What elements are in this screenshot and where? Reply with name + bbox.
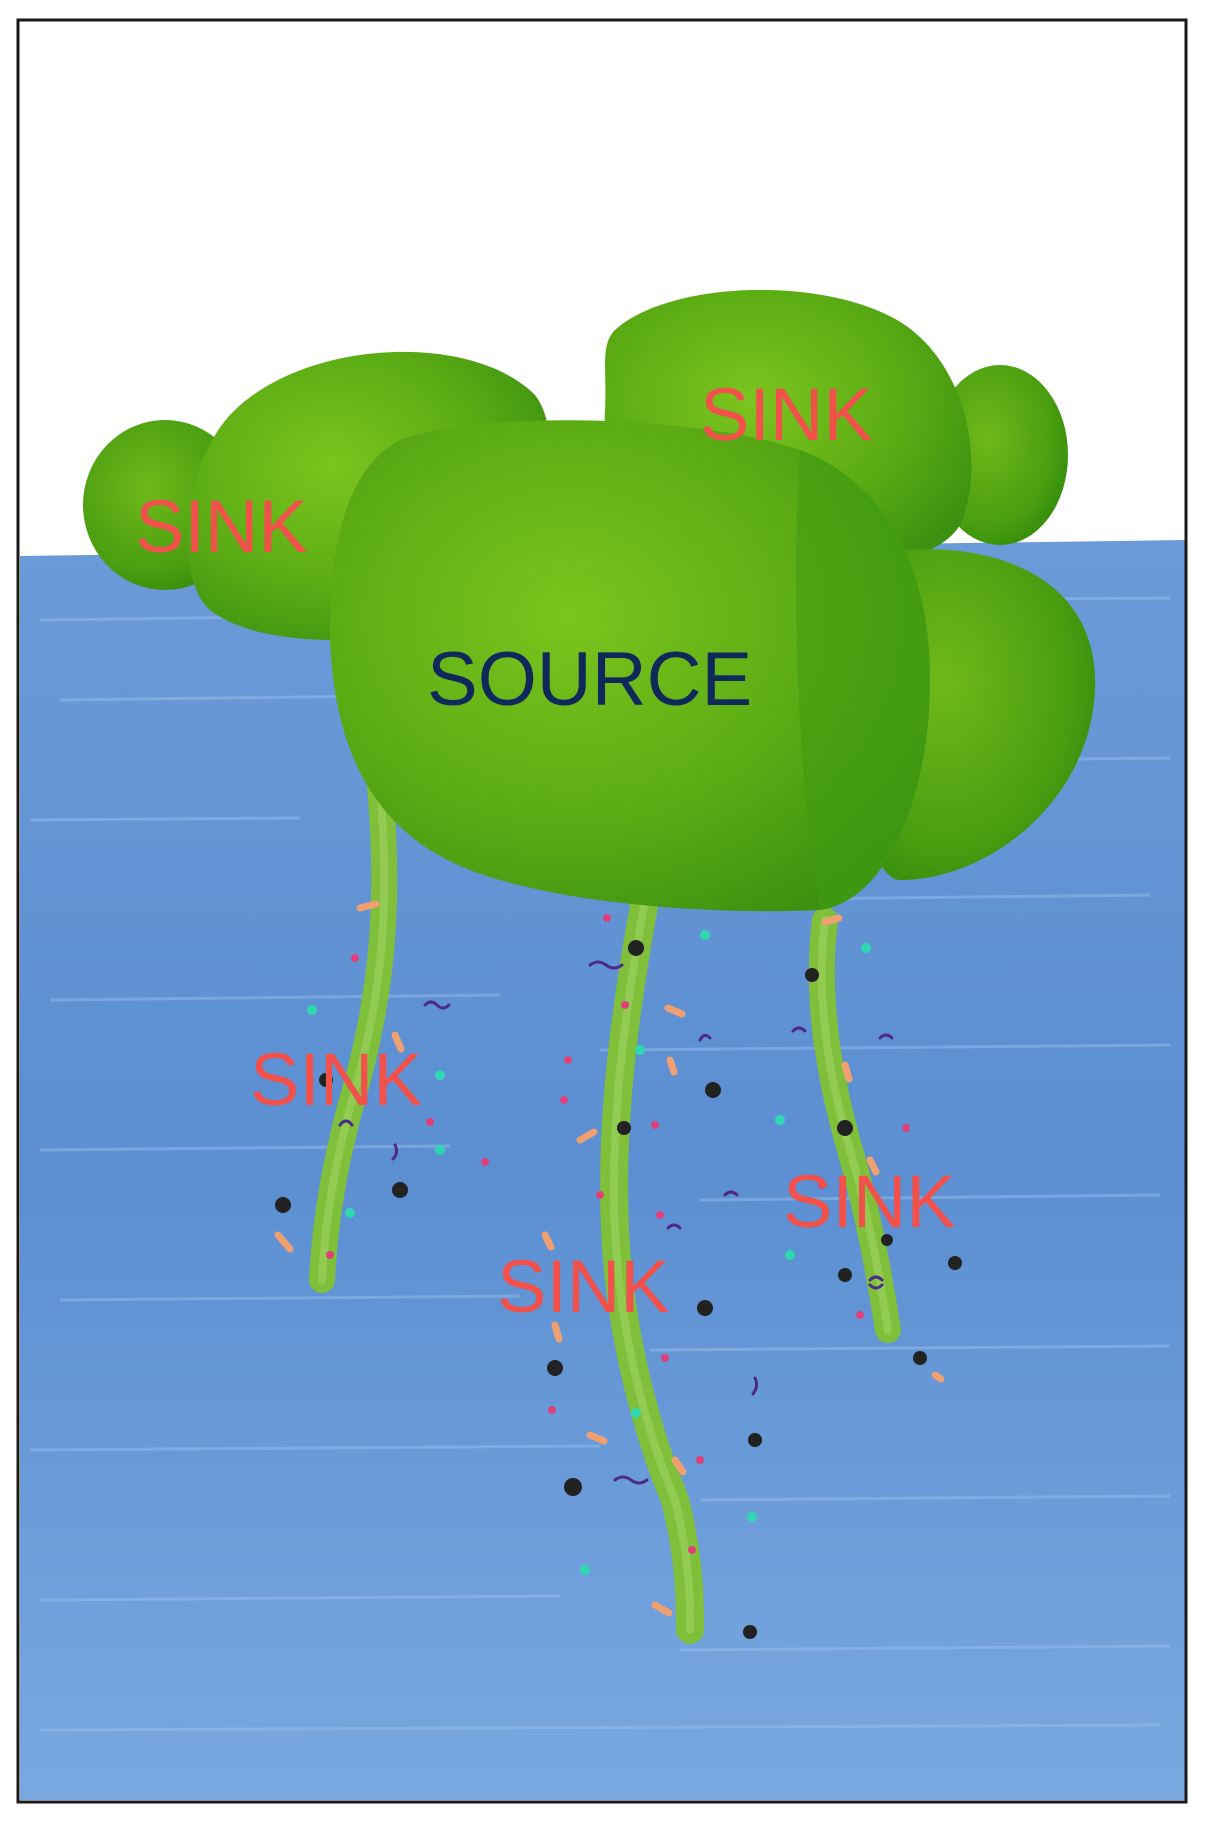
frame-border (16, 18, 1188, 1804)
purple-squiggles (338, 960, 894, 1485)
frond-source (329, 420, 931, 912)
sink-label-root-middle: SINK (497, 1245, 670, 1328)
sink-label-root-right: SINK (783, 1160, 956, 1243)
sink-label-root-left: SINK (250, 1038, 423, 1121)
microbes (274, 900, 962, 1639)
teal-particles (307, 930, 871, 1575)
sink-label-top-left: SINK (135, 485, 308, 568)
orange-particles (274, 900, 945, 1617)
sink-label-top-right: SINK (700, 373, 873, 456)
source-label: SOURCE (427, 637, 752, 722)
pink-particles (326, 914, 910, 1554)
black-particles (275, 940, 962, 1639)
